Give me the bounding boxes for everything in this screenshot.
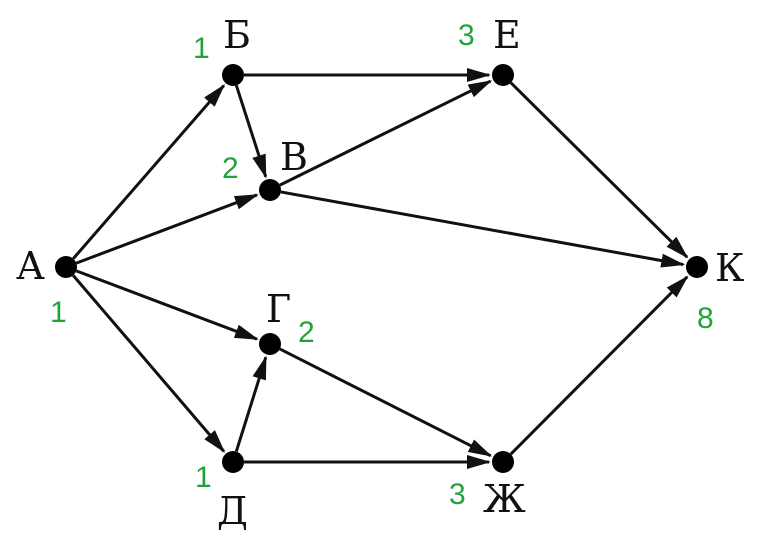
path-count-Zh: 3: [449, 478, 466, 511]
node-G: [259, 333, 281, 355]
node-label-V: В: [280, 135, 308, 179]
node-label-B: Б: [223, 13, 251, 57]
path-count-A: 1: [50, 296, 67, 329]
path-count-G: 2: [298, 316, 315, 349]
edge-B-V: [234, 85, 268, 179]
edge-A-G: [75, 269, 259, 341]
node-K: [686, 256, 708, 278]
edge-A-D: [72, 274, 226, 453]
node-V: [259, 179, 281, 201]
node-label-D: Д: [217, 489, 248, 533]
node-label-Zh: Ж: [483, 477, 526, 521]
path-count-K: 8: [697, 302, 714, 335]
edge-A-V: [75, 193, 259, 265]
edge-V-E: [279, 79, 493, 187]
node-label-K: К: [715, 246, 744, 290]
edge-A-B: [72, 84, 226, 260]
edge-E-K: [509, 81, 689, 259]
nodes: [55, 64, 708, 473]
edge-V-K: [280, 190, 686, 268]
node-E: [492, 64, 514, 86]
edge-Zh-K: [509, 275, 689, 456]
node-Zh: [492, 451, 514, 473]
path-count-D: 1: [195, 461, 212, 494]
node-A: [55, 256, 77, 278]
path-count-V: 2: [222, 152, 239, 185]
edge-G-Zh: [279, 347, 493, 458]
node-label-G: Г: [266, 287, 291, 331]
edges: [72, 68, 689, 469]
edge-D-G: [234, 355, 268, 452]
path-count-B: 1: [193, 32, 210, 65]
node-label-E: Е: [493, 13, 521, 57]
node-B: [222, 64, 244, 86]
node-D: [222, 451, 244, 473]
path-count-E: 3: [458, 19, 475, 52]
node-label-A: А: [16, 244, 45, 288]
